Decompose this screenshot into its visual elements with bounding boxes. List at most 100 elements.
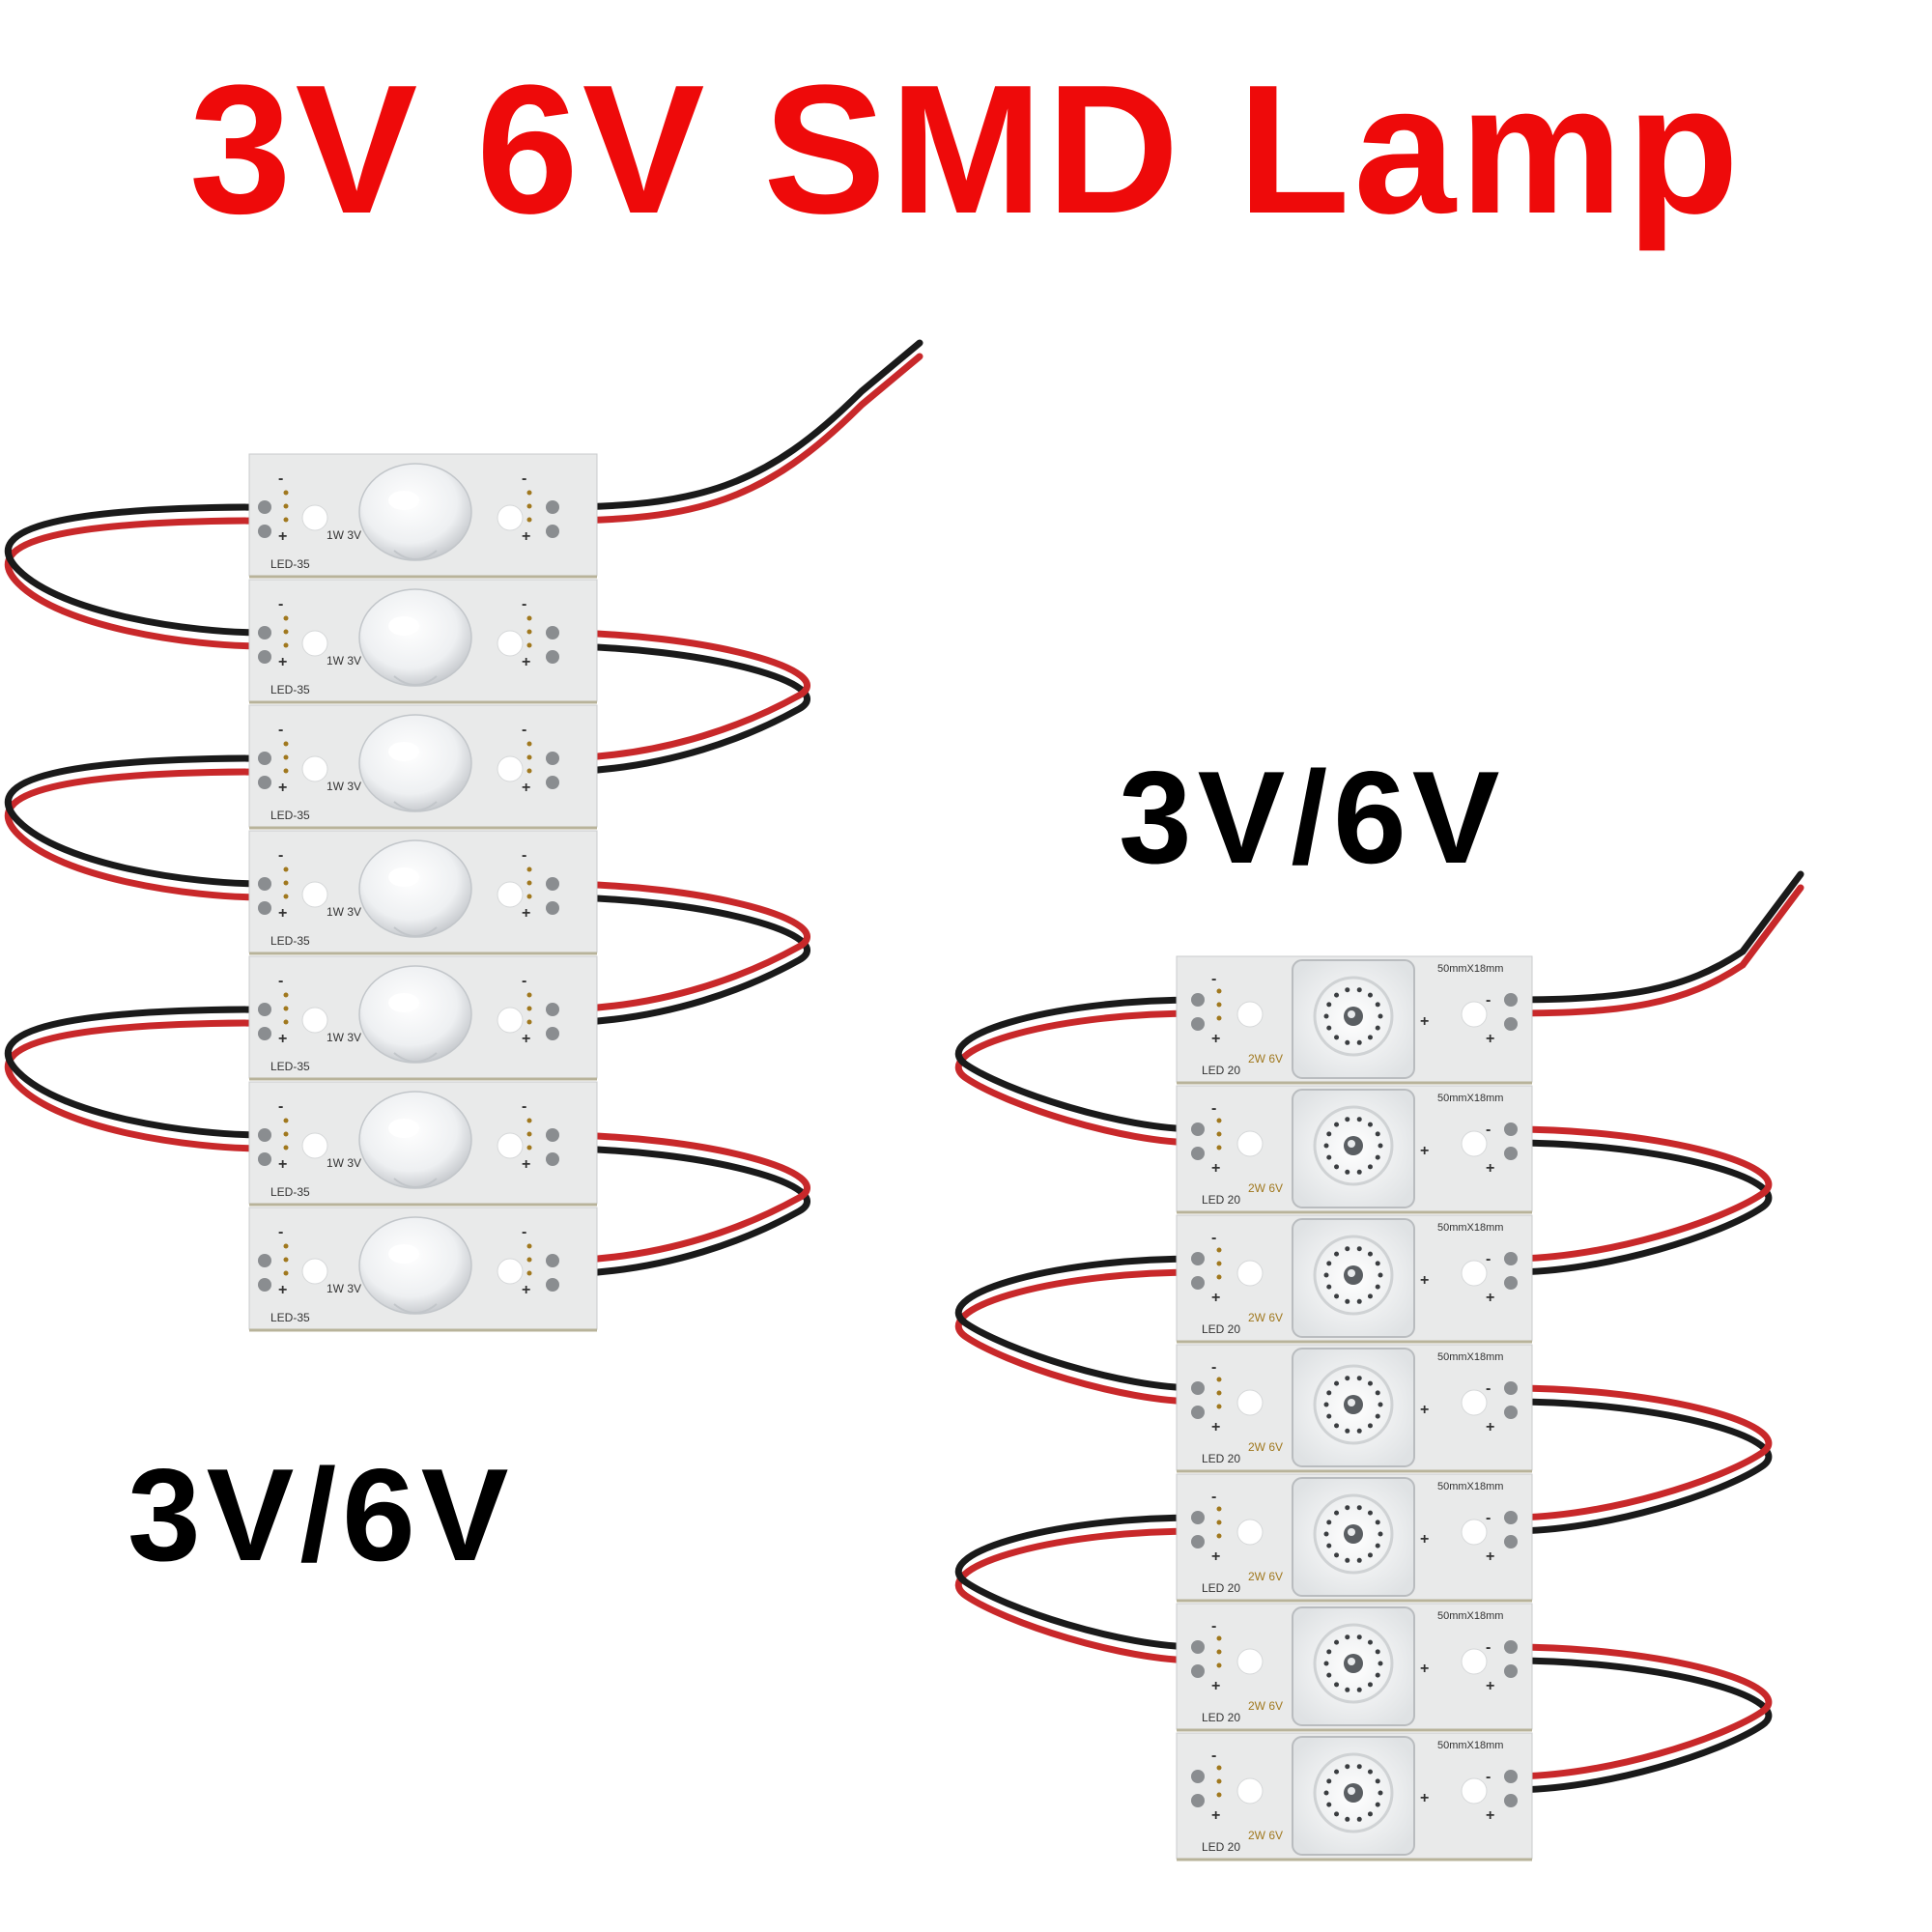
plus-label: +: [522, 1282, 530, 1298]
component-dot: [1216, 1635, 1222, 1641]
diffuser-ring: [1313, 1752, 1394, 1833]
left-voltage-caption: 3V/6V: [128, 1441, 515, 1588]
right-strip-wires: [955, 870, 1804, 1794]
component-dot: [526, 517, 532, 523]
solder-pad: [258, 500, 271, 514]
lens-dot: [1367, 1293, 1373, 1299]
lens-foot: [393, 926, 438, 937]
lead-wire-upper: [549, 339, 923, 511]
solder-pad: [1191, 1640, 1205, 1654]
solder-pad: [546, 1003, 559, 1016]
solder-pad: [1504, 1122, 1518, 1136]
rating-label: 2W 6V: [1248, 1181, 1283, 1195]
plus-label: +: [278, 780, 287, 796]
mount-hole: [1461, 1260, 1488, 1287]
left-strip-wires: [4, 339, 923, 1278]
optical-lens: [358, 463, 472, 561]
solder-pad: [546, 877, 559, 891]
left-side-wire: [4, 503, 269, 650]
optical-lens: [358, 714, 472, 812]
minus-label: -: [1211, 1100, 1216, 1117]
plus-label: +: [1420, 1661, 1429, 1677]
left-side-wire: [955, 996, 1202, 1147]
lens-dot: [1323, 1013, 1329, 1019]
mount-hole: [1236, 1260, 1264, 1287]
diffuser-ring: [1313, 1235, 1394, 1316]
plus-label: +: [1420, 1402, 1429, 1418]
component-dot: [283, 1019, 289, 1025]
component-dot: [526, 1243, 532, 1249]
component-dot: [526, 642, 532, 648]
left-side-wire-upper: [955, 1255, 1202, 1392]
component-dot: [1216, 1533, 1222, 1539]
solder-pad: [546, 626, 559, 639]
right-side-wire-lower: [549, 642, 810, 776]
solder-pad: [258, 877, 271, 891]
model-label: LED 20: [1202, 1193, 1240, 1207]
size-label: 50mmX18mm: [1437, 1610, 1503, 1622]
component-dot: [283, 517, 289, 523]
solder-pad: [258, 1152, 271, 1166]
optical-lens: [358, 1216, 472, 1315]
solder-pad: [546, 1027, 559, 1040]
solder-pad: [546, 525, 559, 538]
plus-label: +: [1486, 1160, 1494, 1177]
solder-pad: [546, 1254, 559, 1267]
page-title: 3V 6V SMD Lamp: [188, 47, 1744, 252]
component-dot: [526, 754, 532, 760]
mount-hole: [497, 1132, 524, 1159]
rating-label: 2W 6V: [1248, 1699, 1283, 1713]
plus-label: +: [278, 1156, 287, 1173]
solder-pad: [1191, 1664, 1205, 1678]
component-dot: [1216, 1261, 1222, 1266]
right-side-wire-lower: [549, 894, 810, 1027]
component-dot: [1216, 1131, 1222, 1137]
lens-dot: [1326, 1002, 1332, 1008]
minus-label: -: [278, 1224, 283, 1240]
minus-label: -: [1486, 1510, 1491, 1526]
lens-dot: [1345, 1117, 1350, 1122]
lens-dot: [1345, 1764, 1350, 1770]
lens-highlight: [388, 867, 419, 887]
left-side-wire-lower: [4, 1019, 269, 1152]
minus-label: -: [1486, 1122, 1491, 1138]
minus-label: -: [1486, 1251, 1491, 1267]
optical-lens: [358, 965, 472, 1064]
lens-dot: [1356, 1816, 1362, 1822]
mount-hole: [1236, 1001, 1264, 1028]
left-side-wire: [955, 1255, 1202, 1406]
model-label: LED 20: [1202, 1322, 1240, 1336]
lens-dot: [1378, 1402, 1383, 1407]
left-side-wire-lower: [4, 517, 269, 650]
solder-pad: [258, 1278, 271, 1292]
lead-wire-lower: [549, 353, 923, 525]
minus-label: -: [522, 847, 526, 864]
lens-dot: [1367, 1811, 1373, 1817]
lens-dot: [1334, 992, 1340, 998]
minus-label: -: [1486, 1769, 1491, 1785]
component-dot: [283, 1243, 289, 1249]
lens-dot: [1345, 1634, 1350, 1640]
component-dot: [526, 1257, 532, 1263]
solder-pad: [1504, 1664, 1518, 1678]
plus-label: +: [1211, 1031, 1220, 1047]
lens-dot: [1356, 1505, 1362, 1511]
mount-hole: [301, 504, 328, 531]
component-dot: [526, 503, 532, 509]
right-side-wire-upper: [1507, 1125, 1773, 1263]
mount-hole: [1461, 1130, 1488, 1157]
mount-hole: [301, 755, 328, 782]
rating-label: 1W 3V: [327, 780, 361, 793]
size-label: 50mmX18mm: [1437, 963, 1503, 975]
component-dot: [283, 768, 289, 774]
lens-dot: [1367, 1035, 1373, 1040]
rating-label: 2W 6V: [1248, 1440, 1283, 1454]
component-dot: [1216, 1274, 1222, 1280]
optical-lens: [358, 1091, 472, 1189]
lens-dot: [1375, 1154, 1380, 1160]
lens-dot: [1334, 1423, 1340, 1429]
lens-foot: [393, 1052, 438, 1063]
solder-pad: [1191, 1276, 1205, 1290]
component-dot: [283, 1118, 289, 1123]
component-dot: [526, 741, 532, 747]
